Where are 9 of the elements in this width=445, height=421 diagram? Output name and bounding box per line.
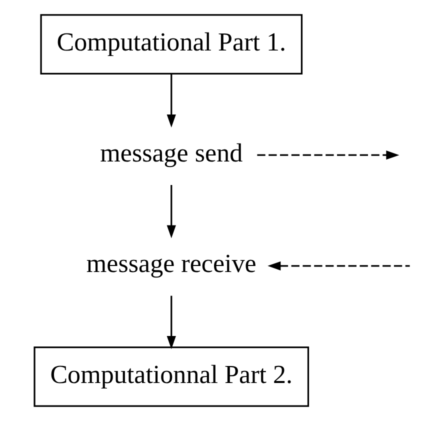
node-text: message receive: [86, 249, 256, 278]
arrow: [166, 184, 176, 238]
node-box: Computationnal Part 2.: [33, 346, 309, 407]
arrow: [256, 150, 399, 160]
arrow: [166, 74, 176, 128]
node-text: message send: [100, 138, 242, 168]
arrow: [267, 261, 410, 270]
node-box: Computational Part 1.: [40, 14, 302, 74]
arrow: [166, 296, 176, 350]
